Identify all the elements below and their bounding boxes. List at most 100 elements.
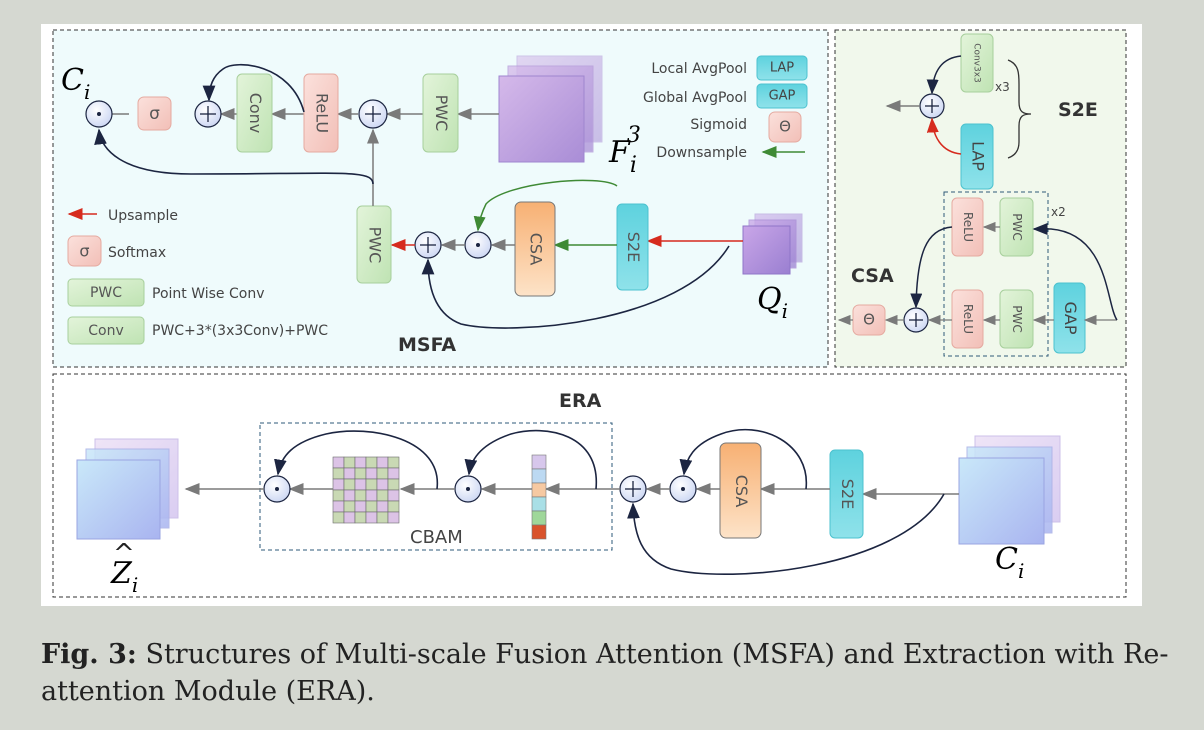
s2e-title: S2E: [1058, 99, 1098, 121]
multiply-node-cbam-channel: [454, 475, 482, 503]
cbam-group: [259, 422, 613, 551]
pwc-block-bottom: PWC: [356, 205, 392, 284]
svg-text:σ: σ: [149, 104, 160, 124]
cbam-label: CBAM: [410, 527, 463, 548]
spatial-grid-cell: [365, 489, 378, 502]
svg-text:Conv: Conv: [88, 323, 124, 339]
add-node-csa: [903, 307, 929, 333]
s2e-block-era: S2E: [829, 449, 864, 539]
svg-text:Conv: Conv: [246, 93, 265, 134]
spatial-grid-cell: [387, 456, 400, 469]
svg-text:LAP: LAP: [770, 61, 794, 76]
c-label-top: Ci: [61, 63, 90, 104]
svg-text:Local AvgPool: Local AvgPool: [651, 61, 747, 77]
spatial-grid-cell: [354, 489, 367, 502]
spatial-grid-cell: [332, 456, 345, 469]
svg-text:Upsample: Upsample: [108, 208, 178, 224]
feature-stack-c: [958, 435, 1061, 545]
svg-text:PWC+3*(3x3Conv)+PWC: PWC+3*(3x3Conv)+PWC: [152, 323, 328, 339]
figure-panel: Fi3 PWC ReLU Conv σ Ci: [41, 24, 1142, 606]
svg-text:PWC: PWC: [1010, 305, 1024, 332]
feature-stack-q: [742, 213, 803, 275]
lap-block: LAP: [960, 123, 994, 190]
multiply-node-era: [669, 475, 697, 503]
sigmoid-block-csa: Θ: [852, 304, 886, 336]
spatial-grid-cell: [387, 511, 400, 524]
spatial-grid-cell: [376, 456, 389, 469]
channel-attention-bar: [531, 454, 547, 540]
csa-dashed-group: [943, 191, 1049, 357]
conv3x3-block: Conv3x3: [960, 33, 994, 93]
svg-text:Sigmoid: Sigmoid: [690, 117, 747, 133]
add-node-conv: [194, 100, 222, 128]
z-hat: ^: [113, 539, 135, 569]
spatial-grid-cell: [332, 478, 345, 491]
spatial-grid-cell: [365, 478, 378, 491]
q-label: Qi: [757, 282, 788, 323]
spatial-grid-cell: [365, 500, 378, 513]
era-panel: [52, 373, 1127, 598]
softmax-block-top: σ: [137, 96, 172, 131]
svg-text:GAP: GAP: [1061, 302, 1080, 335]
add-node-s2e: [919, 93, 945, 119]
spatial-grid-cell: [387, 500, 400, 513]
spatial-grid-cell: [332, 467, 345, 480]
era-title: ERA: [559, 390, 602, 412]
spatial-grid-cell: [387, 489, 400, 502]
svg-text:σ: σ: [79, 242, 89, 261]
relu-block-top: ReLU: [303, 73, 339, 153]
csa-title: CSA: [851, 265, 894, 287]
csa-block-msfa: CSA: [514, 201, 556, 297]
svg-text:CSA: CSA: [732, 475, 751, 508]
spatial-grid-cell: [343, 478, 356, 491]
caption-text: Structures of Multi-scale Fusion Attenti…: [41, 639, 1169, 707]
spatial-grid-cell: [343, 500, 356, 513]
legend-right: Local AvgPool LAP Global AvgPool GAP Sig…: [643, 55, 808, 161]
spatial-grid-cell: [365, 467, 378, 480]
svg-text:PWC: PWC: [366, 227, 385, 264]
figure-caption: Fig. 3: Structures of Multi-scale Fusion…: [41, 636, 1171, 710]
spatial-grid-cell: [376, 511, 389, 524]
csa-block-era: CSA: [719, 442, 762, 539]
multiply-node-msfa: [464, 231, 492, 259]
svg-text:S2E: S2E: [838, 479, 857, 509]
relu-block-csa-top: ReLU: [951, 197, 984, 257]
spatial-grid-cell: [365, 511, 378, 524]
conv-block: Conv: [236, 73, 273, 153]
spatial-grid-cell: [354, 511, 367, 524]
spatial-grid-cell: [343, 467, 356, 480]
multiply-node-top: [85, 100, 113, 128]
svg-text:Global AvgPool: Global AvgPool: [643, 90, 747, 106]
spatial-grid-cell: [387, 467, 400, 480]
svg-text:ReLU: ReLU: [313, 93, 332, 133]
spatial-grid-cell: [332, 489, 345, 502]
svg-text:PWC: PWC: [90, 285, 122, 301]
spatial-grid-cell: [332, 500, 345, 513]
caption-prefix: Fig. 3:: [41, 639, 137, 670]
svg-text:S2E: S2E: [624, 232, 643, 262]
svg-text:ReLU: ReLU: [961, 304, 975, 334]
spatial-grid-cell: [376, 467, 389, 480]
add-node-top: [358, 99, 388, 129]
s2e-block-msfa: S2E: [616, 203, 649, 291]
svg-text:Θ: Θ: [779, 118, 791, 136]
legend-left: Upsample σ Softmax PWC Point Wise Conv C…: [67, 208, 328, 345]
svg-text:Softmax: Softmax: [108, 245, 166, 261]
spatial-grid-cell: [376, 478, 389, 491]
pwc-block-csa-top: PWC: [999, 197, 1034, 257]
z-label: Zi: [110, 556, 138, 597]
spatial-grid-cell: [354, 500, 367, 513]
spatial-grid-cell: [343, 511, 356, 524]
svg-text:GAP: GAP: [769, 89, 796, 104]
c-label-bottom: Ci: [995, 542, 1024, 583]
svg-text:Downsample: Downsample: [656, 145, 747, 161]
svg-text:Point Wise Conv: Point Wise Conv: [152, 286, 265, 302]
spatial-grid-cell: [332, 511, 345, 524]
spatial-grid-cell: [376, 489, 389, 502]
feature-stack-f: [498, 55, 603, 163]
spatial-grid-cell: [365, 456, 378, 469]
svg-text:LAP: LAP: [969, 141, 988, 171]
spatial-grid-cell: [387, 478, 400, 491]
architecture-diagram: Fi3 PWC ReLU Conv σ Ci: [52, 29, 1127, 598]
f-label: Fi3: [608, 123, 641, 178]
